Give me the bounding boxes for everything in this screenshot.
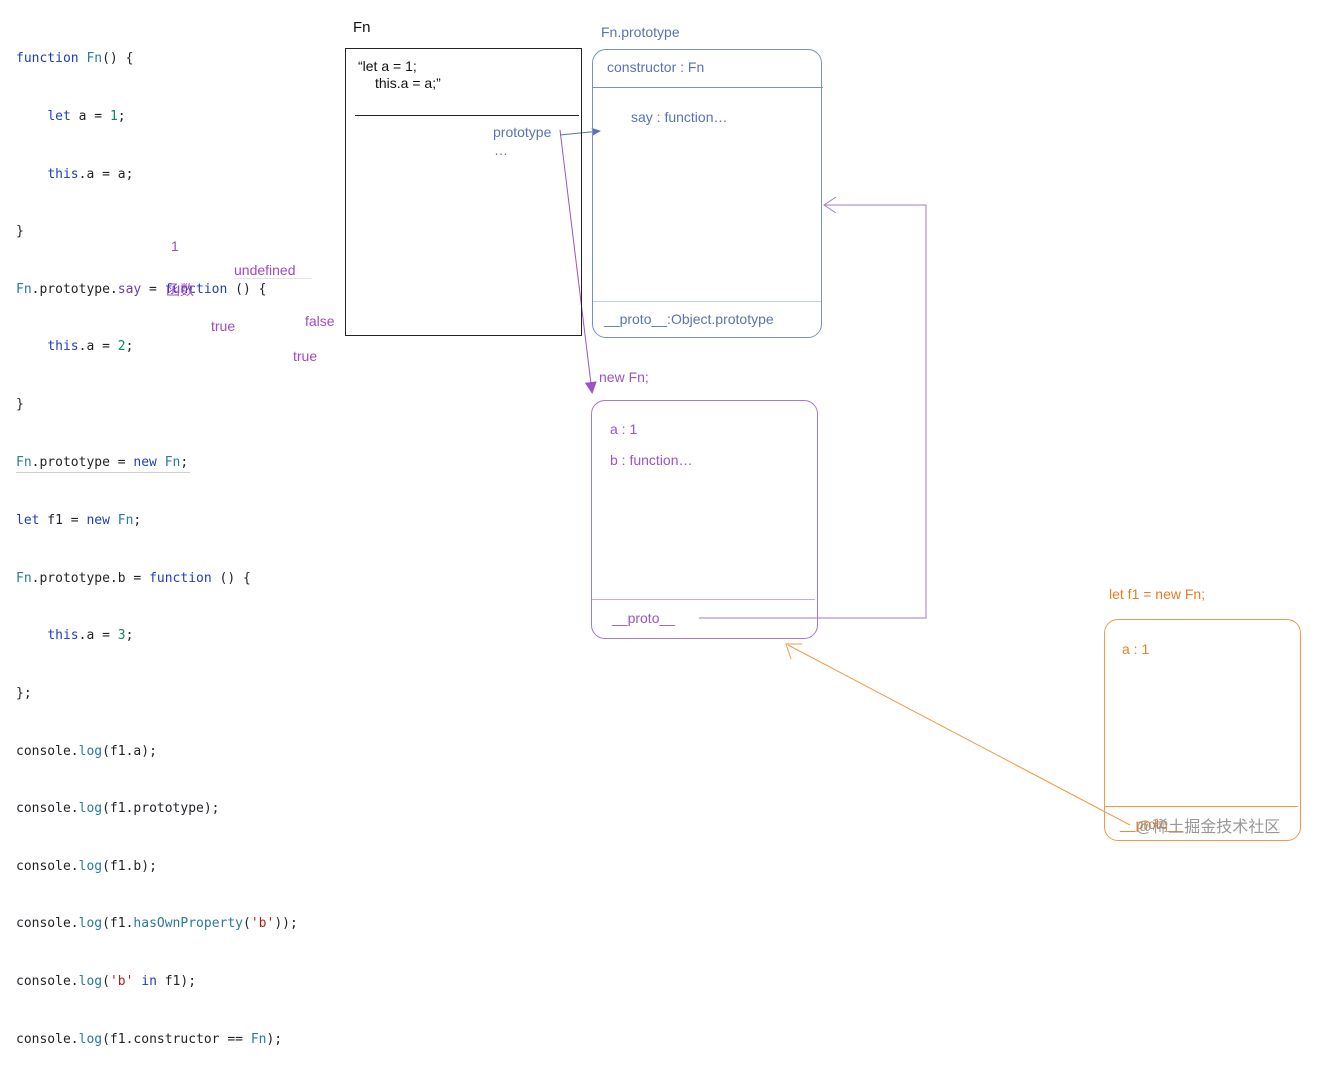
code-line: } xyxy=(16,396,24,412)
watermark: @稀土掘金技术社区 xyxy=(1136,819,1281,836)
proto-constructor: constructor : Fn xyxy=(607,59,705,75)
code-line: console.log(f1.a); xyxy=(16,743,157,759)
prototype-to-instance-arrow xyxy=(559,129,597,394)
code-line: let f1 = new Fn; xyxy=(16,513,142,529)
instance-proto: __proto__ xyxy=(612,610,676,626)
fn-box-title: Fn xyxy=(353,19,371,36)
code-line: function Fn() { xyxy=(16,51,134,67)
instance-box-divider xyxy=(592,599,815,600)
code-line: this.a = a; xyxy=(47,166,134,182)
proto-box-title: Fn.prototype xyxy=(601,24,680,40)
proto-proto: __proto__:Object.prototype xyxy=(604,311,774,327)
fn-ellipsis: … xyxy=(494,142,508,158)
fn-body-line-1: “let a = 1; xyxy=(358,58,417,74)
code-line: this.a = 3; xyxy=(47,628,134,644)
note-output-hasownproperty: false xyxy=(305,313,335,329)
instance-b: b : function… xyxy=(610,452,693,468)
code-line: Fn.prototype = new Fn; xyxy=(16,453,190,473)
proto-say: say : function… xyxy=(631,109,728,125)
f1-a: a : 1 xyxy=(1122,641,1150,657)
code-line: Fn.prototype.b = function () { xyxy=(16,570,251,586)
code-line: console.log(f1.hasOwnProperty('b')); xyxy=(16,916,298,932)
f1-instance-box: a : 1 __proto__ xyxy=(1104,619,1301,841)
prototype-arrow xyxy=(559,127,601,136)
code-line: Fn.prototype.say = function () { xyxy=(16,281,267,297)
f1-proto-link xyxy=(787,644,1131,826)
note-output-prototype: undefined xyxy=(234,262,312,279)
code-line: console.log(f1.prototype); xyxy=(16,801,220,817)
note-output-b: 函数 xyxy=(166,282,194,298)
instance-box-title: new Fn; xyxy=(599,369,649,385)
fn-prototype-label: prototype xyxy=(493,124,552,140)
fn-box-divider xyxy=(355,115,579,116)
instance-proto-arrowhead xyxy=(823,196,837,214)
note-output-a: 1 xyxy=(171,238,179,254)
code-line: let a = 1; xyxy=(47,109,126,124)
instance-a: a : 1 xyxy=(610,421,638,437)
code-line: console.log(f1.b); xyxy=(16,858,157,874)
fn-body-line-2: this.a = a;” xyxy=(375,75,441,91)
fn-function-box: “let a = 1; this.a = a;” prototype … xyxy=(345,48,582,336)
new-fn-instance-box: a : 1 b : function… __proto__ xyxy=(591,400,818,639)
code-line: console.log('b' in f1); xyxy=(16,973,197,989)
code-line: this.a = 2; xyxy=(47,339,134,355)
code-line: } xyxy=(16,224,24,240)
proto-box-divider-top xyxy=(593,87,823,88)
fn-prototype-box: constructor : Fn say : function… __proto… xyxy=(592,49,823,338)
note-output-in: true xyxy=(211,318,236,334)
instance-proto-link xyxy=(699,204,927,619)
diagram-connectors xyxy=(559,127,1131,826)
proto-box-divider-bottom xyxy=(593,301,821,302)
f1-box-divider xyxy=(1105,806,1298,807)
note-output-constructor: true xyxy=(293,348,318,364)
f1-proto: __proto__ xyxy=(1120,816,1184,832)
code-line: console.log(f1.constructor == Fn); xyxy=(16,1031,283,1047)
code-line: }; xyxy=(16,685,32,701)
f1-proto-arrowhead xyxy=(785,643,802,660)
f1-box-title: let f1 = new Fn; xyxy=(1109,586,1206,602)
